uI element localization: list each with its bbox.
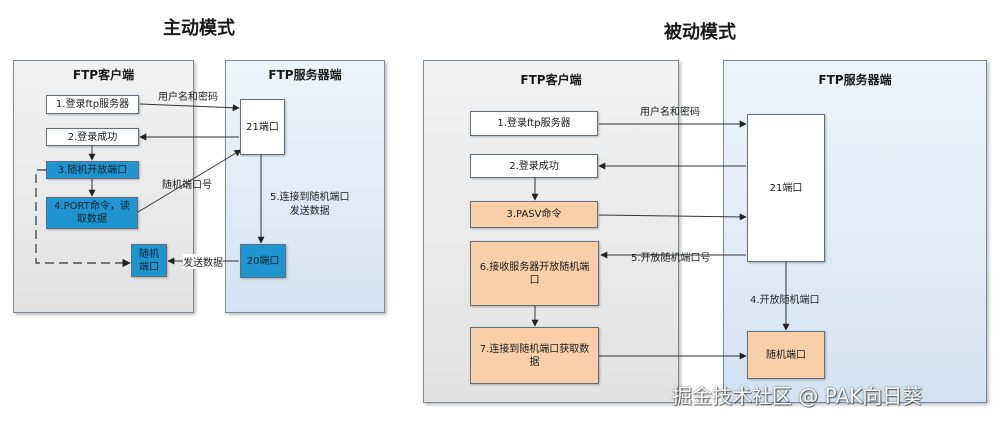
active-login-box: 1.登录ftp服务器 (46, 95, 139, 114)
passive-open-rand-label: 4.开放随机端口 (750, 295, 820, 306)
passive-login-ok-box: 2.登录成功 (470, 154, 598, 178)
active-port-no-arrow (137, 149, 242, 213)
active-rand-port-no-label: 随机端口号 (162, 180, 212, 191)
passive-pasv-arrow (598, 213, 747, 221)
active-connect-label: 5.连接到随机端口 发送数据 (270, 192, 350, 217)
active-port21-box: 21端口 (240, 99, 285, 155)
passive-server-title: FTP服务器端 (818, 73, 892, 87)
passive-connect-get-box: 7.连接到随机端口获取数据 (470, 327, 599, 384)
passive-recv-box: 6.接收服务器开放随机端口 (470, 241, 599, 306)
passive-client-title: FTP客户端 (520, 73, 582, 87)
active-rand-open-box: 3.随机开放端口 (46, 161, 139, 179)
active-dashed-arrow (35, 169, 131, 268)
active-login-arrow (139, 103, 240, 112)
active-user-pass-label: 用户名和密码 (158, 92, 218, 103)
passive-login-box: 1.登录ftp服务器 (470, 111, 598, 136)
active-login-ok-box: 2.登录成功 (46, 128, 139, 146)
passive-open-rand-no-label: 5.开放随机端口号 (631, 253, 711, 264)
active-port-cmd-box: 4.PORT命令，读取数据 (46, 197, 138, 229)
passive-pasv-box: 3.PASV命令 (470, 201, 598, 228)
active-send-label: 发送数据 (183, 254, 223, 269)
active-port20-box: 20端口 (240, 244, 286, 278)
passive-mode-title: 被动模式 (664, 22, 736, 43)
active-client-title: FTP客户端 (72, 68, 135, 82)
active-rand-port-box: 随机端口 (131, 244, 167, 277)
active-mode-title: 主动模式 (163, 18, 235, 39)
passive-port21-box: 21端口 (747, 114, 825, 262)
passive-rand-port-box: 随机端口 (747, 331, 825, 379)
active-server-title: FTP服务器端 (268, 68, 342, 82)
watermark: 掘金技术社区 @ PAK向日葵 (672, 384, 923, 408)
passive-user-pass-label: 用户名和密码 (640, 107, 700, 118)
